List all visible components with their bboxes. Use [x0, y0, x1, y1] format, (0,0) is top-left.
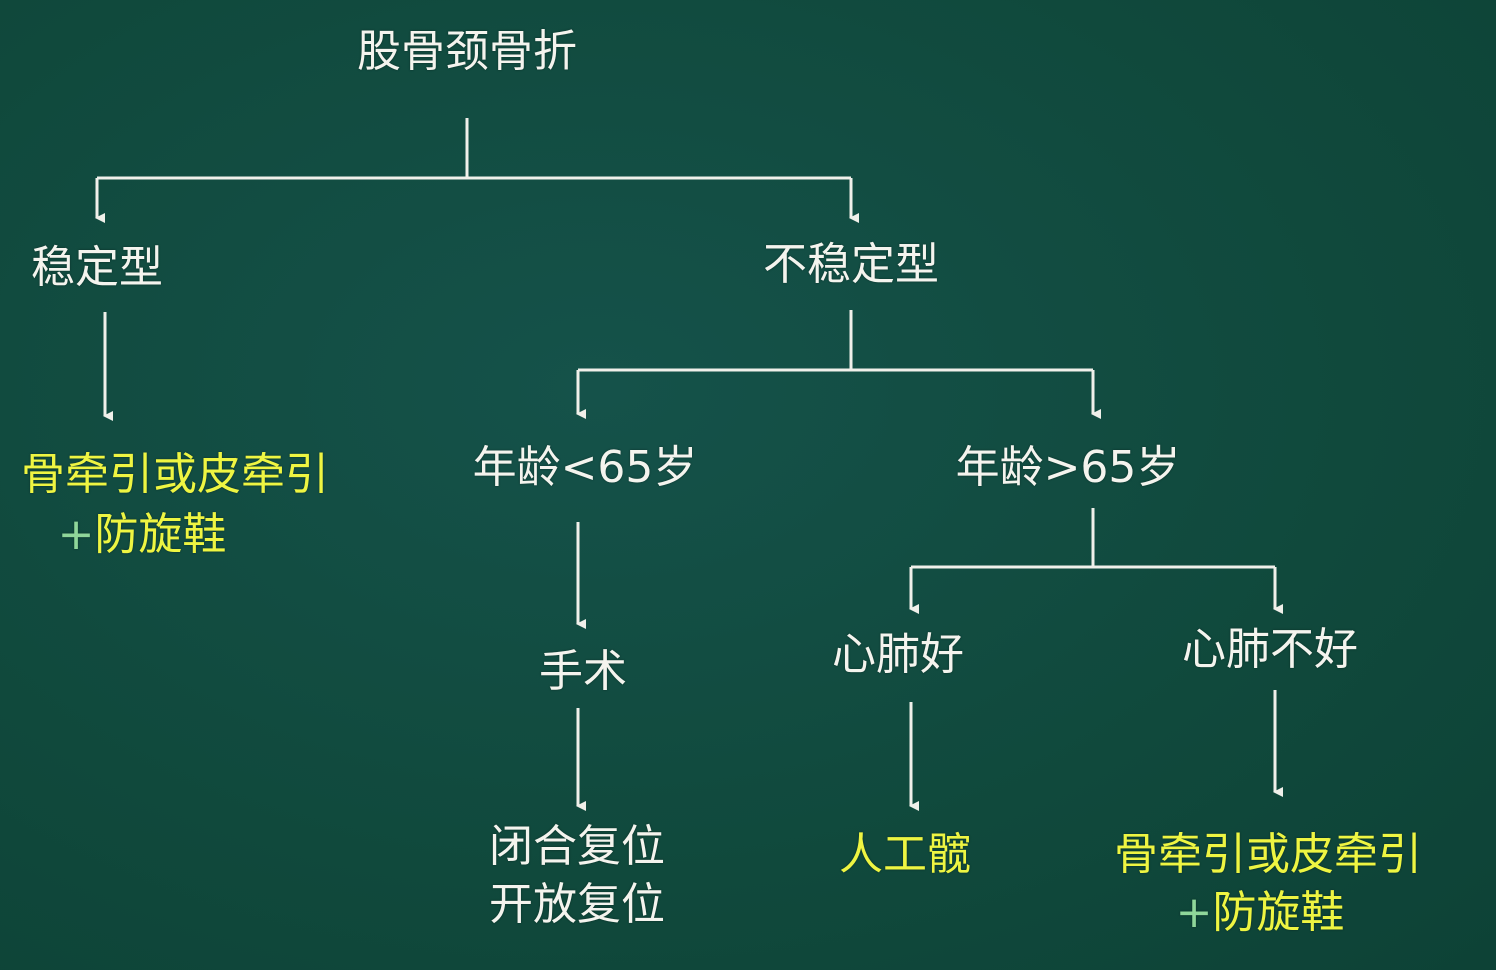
- hip-replacement-node: 人工髋: [839, 829, 971, 880]
- poor-cardiopulmonary-node: 心肺不好: [1182, 624, 1358, 675]
- unstable-node: 不稳定型: [763, 239, 939, 290]
- stable-treatment-line2: +防旋鞋: [58, 513, 227, 557]
- good-cardiopulmonary-node: 心肺好: [832, 629, 964, 680]
- open-reduction: 开放复位: [489, 879, 665, 930]
- poor-treatment-line2: +防旋鞋: [1176, 891, 1345, 935]
- closed-reduction: 闭合复位: [489, 821, 665, 872]
- poor-treatment-line1: 骨牵引或皮牵引: [1114, 829, 1422, 880]
- anti-rotation-shoe: 防旋鞋: [94, 509, 227, 560]
- plus-sign: +: [57, 509, 95, 560]
- stable-node: 稳定型: [31, 242, 163, 293]
- root-node: 股骨颈骨折: [357, 26, 577, 77]
- plus-sign: +: [1175, 887, 1213, 938]
- age-over-65-node: 年龄>65岁: [955, 442, 1181, 493]
- age-under-65-node: 年龄<65岁: [472, 442, 698, 493]
- anti-rotation-shoe: 防旋鞋: [1212, 887, 1345, 938]
- stable-treatment-line1: 骨牵引或皮牵引: [21, 449, 329, 500]
- surgery-node: 手术: [539, 646, 627, 697]
